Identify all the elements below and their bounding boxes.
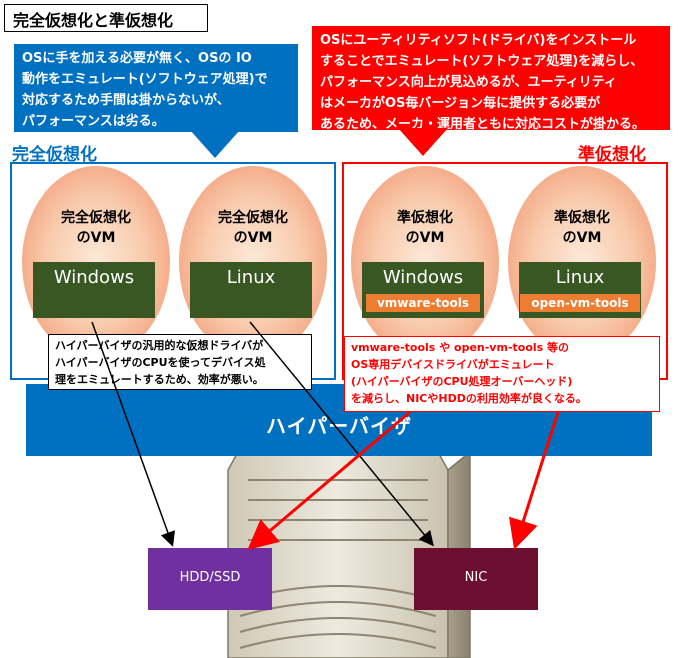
vm-title: 準仮想化 のVM — [397, 210, 453, 246]
vm-title: 完全仮想化 のVM — [218, 210, 288, 246]
vm-title: 完全仮想化 のVM — [61, 210, 131, 246]
vmware-tools-badge: vmware-tools — [366, 294, 480, 312]
full-virtualization-label: 完全仮想化 — [12, 145, 97, 165]
para-virtualization-callout: OSにユーティリティソフト(ドライバ)をインストール することでエミュレート(ソ… — [312, 26, 670, 132]
device-driver-note: vmware-tools や open-vm-tools 等の OS専用デバイス… — [344, 336, 660, 412]
full-virtualization-callout: OSに手を加える必要が無く、OSの IO 動作をエミュレート(ソフトウェア処理)… — [14, 44, 298, 132]
nic-box: NIC — [414, 548, 538, 610]
vm-title: 準仮想化 のVM — [554, 210, 610, 246]
os-linux-box: Linux — [190, 262, 312, 318]
open-vm-tools-badge: open-vm-tools — [520, 294, 640, 312]
os-windows-box: Windows — [33, 262, 155, 318]
page-title: 完全仮想化と準仮想化 — [4, 4, 208, 32]
para-virtualization-label: 準仮想化 — [578, 145, 646, 165]
hdd-ssd-box: HDD/SSD — [148, 548, 272, 610]
emulation-note: ハイパーバイザの汎用的な仮想ドライバが ハイパーバイザのCPUを使ってデバイス処… — [48, 334, 312, 390]
